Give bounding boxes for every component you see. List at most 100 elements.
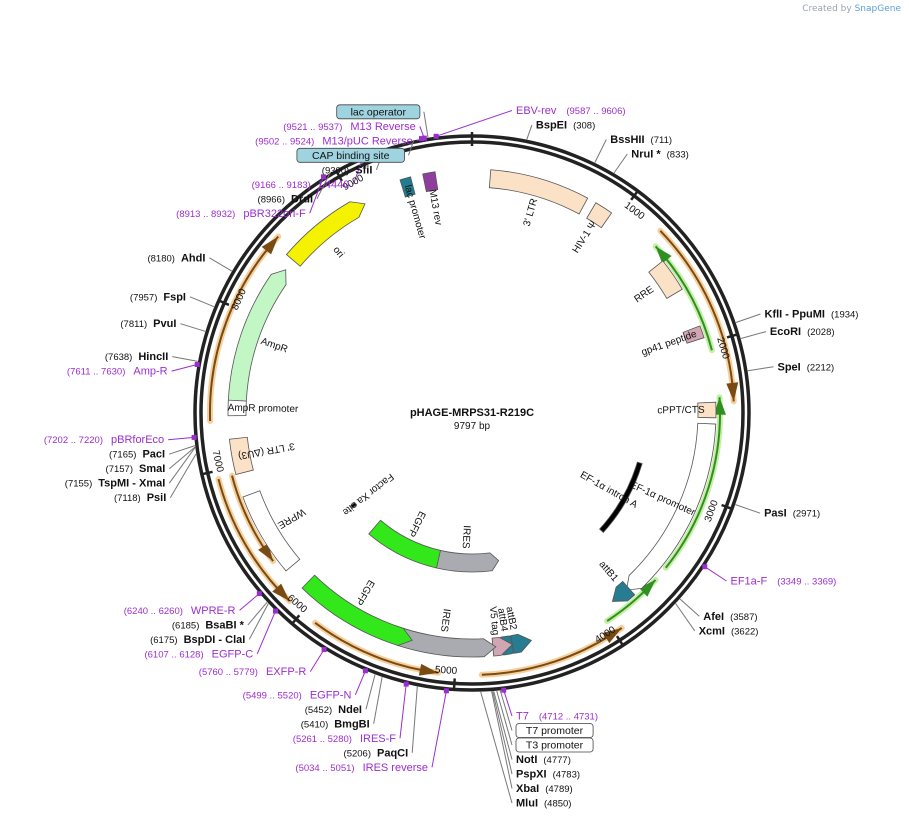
tick-mark <box>726 333 738 339</box>
enzyme-coord: (8180) <box>147 253 174 264</box>
svg-text:(8180)AhdI: (8180)AhdI <box>147 252 205 264</box>
svg-text:(7638)HincII: (7638)HincII <box>105 351 168 363</box>
enzyme-leader-line <box>735 504 761 514</box>
primer-name: Amp-R <box>133 366 167 378</box>
primer-site-marker <box>403 681 409 687</box>
primer-leader-line <box>399 684 407 739</box>
enzyme-coord: (5206) <box>344 748 371 759</box>
boxed-feature-box <box>515 723 594 738</box>
primer-site-marker <box>273 608 278 614</box>
enzyme-leader-line <box>493 691 513 760</box>
feature-ef-1-intron-a <box>599 461 643 533</box>
boxed-leader-line <box>408 139 415 156</box>
enzyme-name: PsiI <box>147 492 167 504</box>
enzyme-leader-line <box>594 139 607 163</box>
enzyme-name: BmgBI <box>334 718 369 730</box>
boxed-feature-name: T3 promoter <box>526 740 584 752</box>
svg-text:(6175)BspDI - ClaI: (6175)BspDI - ClaI <box>150 634 245 646</box>
enzyme-label: (8180)AhdI <box>147 252 205 264</box>
snapgene-logo: SnapGene <box>854 4 901 14</box>
enzyme-label: (5206)PaqCI <box>344 747 409 759</box>
primer-name: T7 <box>516 711 529 723</box>
tick-label: 5000 <box>435 665 458 677</box>
enzyme-coord: (7157) <box>106 464 133 475</box>
enzyme-leader-line <box>189 296 215 308</box>
enzyme-label: BspEI(308) <box>536 120 595 132</box>
primer-site-marker <box>321 647 327 652</box>
feature-label: M13 rev <box>426 189 443 227</box>
feature-label: AmpR promoter <box>228 403 299 415</box>
svg-text:(7811)PvuI: (7811) PvuI <box>120 318 176 330</box>
enzyme-coord: (7811) <box>120 319 147 330</box>
enzyme-name: PspXI <box>516 769 547 781</box>
feature-m13-rev <box>422 171 439 193</box>
svg-text:BspEI(308): BspEI(308) <box>536 120 595 132</box>
enzyme-leader-line <box>168 446 196 470</box>
primer-leader-line <box>354 670 366 695</box>
feature-3-ltr <box>488 169 589 215</box>
orf-arc-arrowhead <box>261 236 279 255</box>
enzyme-label: BssHII(711) <box>610 134 672 146</box>
primer-label: (6240 .. 6260)WPRE-R <box>124 591 262 617</box>
primer-label: (5499 .. 5520)EGFP-N <box>243 668 368 701</box>
svg-text:(7157)SmaI: (7157) SmaI <box>106 463 166 475</box>
enzyme-leader-line <box>679 598 700 617</box>
feature-label: 3' LTR <box>522 197 541 227</box>
svg-text:(5760 .. 5779)EXFP-R: (5760 .. 5779) EXFP-R <box>199 666 307 678</box>
svg-text:(9502 .. 9524)M13/pUC Reverse: (9502 .. 9524)M13/pUC Reverse <box>255 135 413 147</box>
enzyme-name: XbaI <box>516 783 539 795</box>
svg-text:NruI *(833): NruI *(833) <box>631 149 689 161</box>
feature-3-ltr-u3 <box>228 436 254 476</box>
enzyme-leader-line <box>316 172 331 200</box>
primer-range: (5760 .. 5779) <box>199 667 258 678</box>
svg-text:(5034 .. 5051)IRES reverse: (5034 .. 5051)IRES reverse <box>295 762 428 774</box>
tick-mark <box>335 170 343 182</box>
enzyme-name: PvuI <box>153 318 176 330</box>
enzyme-name: PacI <box>142 449 165 461</box>
feature-ampr <box>227 269 287 402</box>
enzyme-name: SmaI <box>139 463 165 475</box>
plasmid-length: 9797 bp <box>454 421 491 432</box>
enzyme-coord: (7638) <box>105 352 132 363</box>
enzyme-label: (7638)HincII <box>105 351 168 363</box>
enzyme-label: PasI(2971) <box>764 508 820 520</box>
tick-label: 8000 <box>230 287 249 312</box>
enzyme-label: (7811) PvuI <box>120 318 176 330</box>
enzyme-coord: (4850) <box>544 799 571 810</box>
tick-mark <box>630 190 639 201</box>
enzyme-coord: (9300) <box>322 165 349 176</box>
primer-site-marker <box>194 362 200 367</box>
primer-name: EXFP-R <box>266 666 306 678</box>
primer-range: (7611 .. 7630) <box>67 367 125 378</box>
primer-coverage-arc-arrowhead <box>713 397 726 415</box>
svg-text:T7(4712 .. 4731): T7(4712 .. 4731) <box>516 711 598 723</box>
feature-label: RRE <box>632 284 656 305</box>
primer-name: IRES reverse <box>363 762 428 774</box>
svg-text:(6107 .. 6128)EGFP-C: (6107 .. 6128)EGFP-C <box>144 648 253 660</box>
svg-text:XcmI(3622): XcmI(3622) <box>699 625 759 637</box>
enzyme-leader-line <box>209 257 233 272</box>
enzyme-label: MluI(4850) <box>516 798 571 810</box>
primer-label: (9502 .. 9524)M13/pUC Reverse <box>255 135 424 147</box>
primer-leader-line <box>171 364 198 372</box>
feature-label: HIV-1 Ψ <box>571 219 600 255</box>
svg-text:(7155)TspMI - XmaI: (7155)TspMI - XmaI <box>65 478 166 490</box>
primer-site-marker <box>421 135 427 141</box>
primer-label: (5034 .. 5051)IRES reverse <box>295 688 449 774</box>
enzyme-name: XcmI <box>699 625 725 637</box>
enzyme-leader-line <box>675 603 696 632</box>
enzyme-coord: (5452) <box>305 705 332 716</box>
feature-label: ori <box>330 245 346 261</box>
primer-name: EBV-rev <box>516 105 557 117</box>
primer-range: (9587 .. 9606) <box>566 106 625 117</box>
enzyme-leader-line <box>613 153 628 174</box>
enzyme-coord: (308) <box>573 121 595 132</box>
enzyme-leader-line <box>247 601 268 626</box>
enzyme-name: SfiI <box>355 164 372 176</box>
tick-mark <box>452 678 456 690</box>
enzyme-coord: (4789) <box>545 784 572 795</box>
tick-mark <box>615 635 624 646</box>
enzyme-coord: (8966) <box>258 194 285 205</box>
enzyme-label: (6185)BsaBI * <box>172 619 245 631</box>
